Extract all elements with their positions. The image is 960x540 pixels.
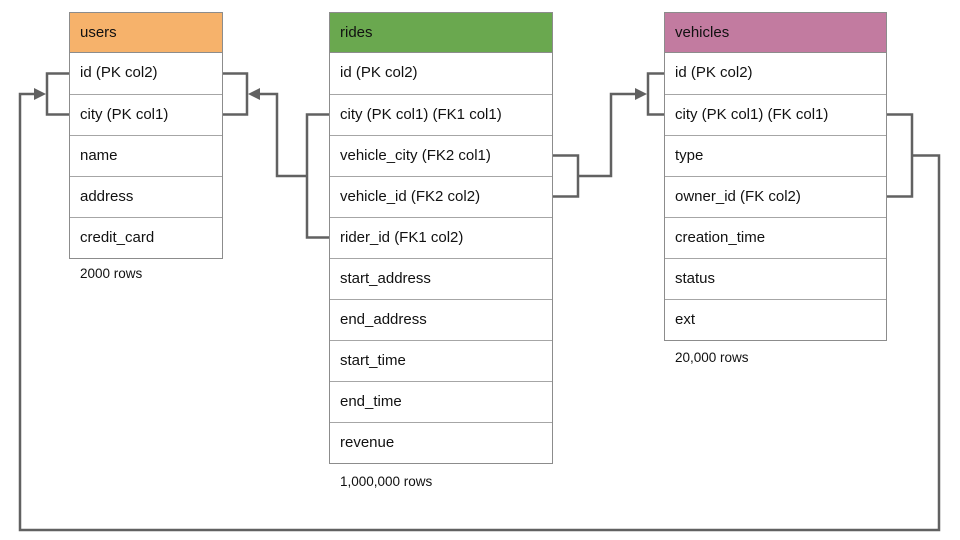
arrowhead-right-icon (34, 88, 46, 100)
users-pk-bracket-left (45, 72, 70, 116)
users-column-credit-card: credit_card (70, 217, 222, 258)
table-rides-header: rides (330, 13, 552, 53)
rides-column-rider-id: rider_id (FK1 col2) (330, 217, 552, 258)
users-pk-bracket-right (222, 72, 249, 116)
arrowhead-left-icon (248, 88, 260, 100)
table-vehicles: vehicles id (PK col2) city (PK col1) (FK… (664, 12, 887, 341)
vehicles-column-id: id (PK col2) (665, 53, 886, 94)
fk-rides-to-users-connector (222, 72, 330, 239)
fk-rides-to-vehicles-connector (553, 72, 665, 198)
table-vehicles-header: vehicles (665, 13, 886, 53)
vehicles-column-creation-time: creation_time (665, 217, 886, 258)
vehicles-column-city: city (PK col1) (FK col1) (665, 94, 886, 135)
rides-column-start-time: start_time (330, 340, 552, 381)
vehicles-fk-bracket (887, 113, 914, 198)
users-column-address: address (70, 176, 222, 217)
rides-row-count: 1,000,000 rows (340, 474, 433, 489)
users-column-name: name (70, 135, 222, 176)
arrowhead-right-icon (635, 88, 647, 100)
rides-column-vehicle-city: vehicle_city (FK2 col1) (330, 135, 552, 176)
rides-column-id: id (PK col2) (330, 53, 552, 94)
rides-fk1-bracket (305, 113, 330, 239)
table-rides: rides id (PK col2) city (PK col1) (FK1 c… (329, 12, 553, 464)
table-users: users id (PK col2) city (PK col1) name a… (69, 12, 223, 259)
vehicles-column-type: type (665, 135, 886, 176)
vehicles-column-ext: ext (665, 299, 886, 340)
rides-column-revenue: revenue (330, 422, 552, 463)
vehicles-column-owner-id: owner_id (FK col2) (665, 176, 886, 217)
fk2-elbow-line (578, 92, 642, 178)
rides-column-end-time: end_time (330, 381, 552, 422)
vehicles-row-count: 20,000 rows (675, 350, 749, 365)
users-column-id: id (PK col2) (70, 53, 222, 94)
fk1-elbow-line (253, 92, 307, 178)
rides-column-city: city (PK col1) (FK1 col1) (330, 94, 552, 135)
rides-column-start-address: start_address (330, 258, 552, 299)
users-column-city: city (PK col1) (70, 94, 222, 135)
rides-column-end-address: end_address (330, 299, 552, 340)
rides-column-vehicle-id: vehicle_id (FK2 col2) (330, 176, 552, 217)
table-users-header: users (70, 13, 222, 53)
vehicles-column-status: status (665, 258, 886, 299)
vehicles-pk-bracket-left (646, 72, 665, 116)
users-row-count: 2000 rows (80, 266, 143, 281)
rides-fk2-bracket (553, 154, 580, 198)
